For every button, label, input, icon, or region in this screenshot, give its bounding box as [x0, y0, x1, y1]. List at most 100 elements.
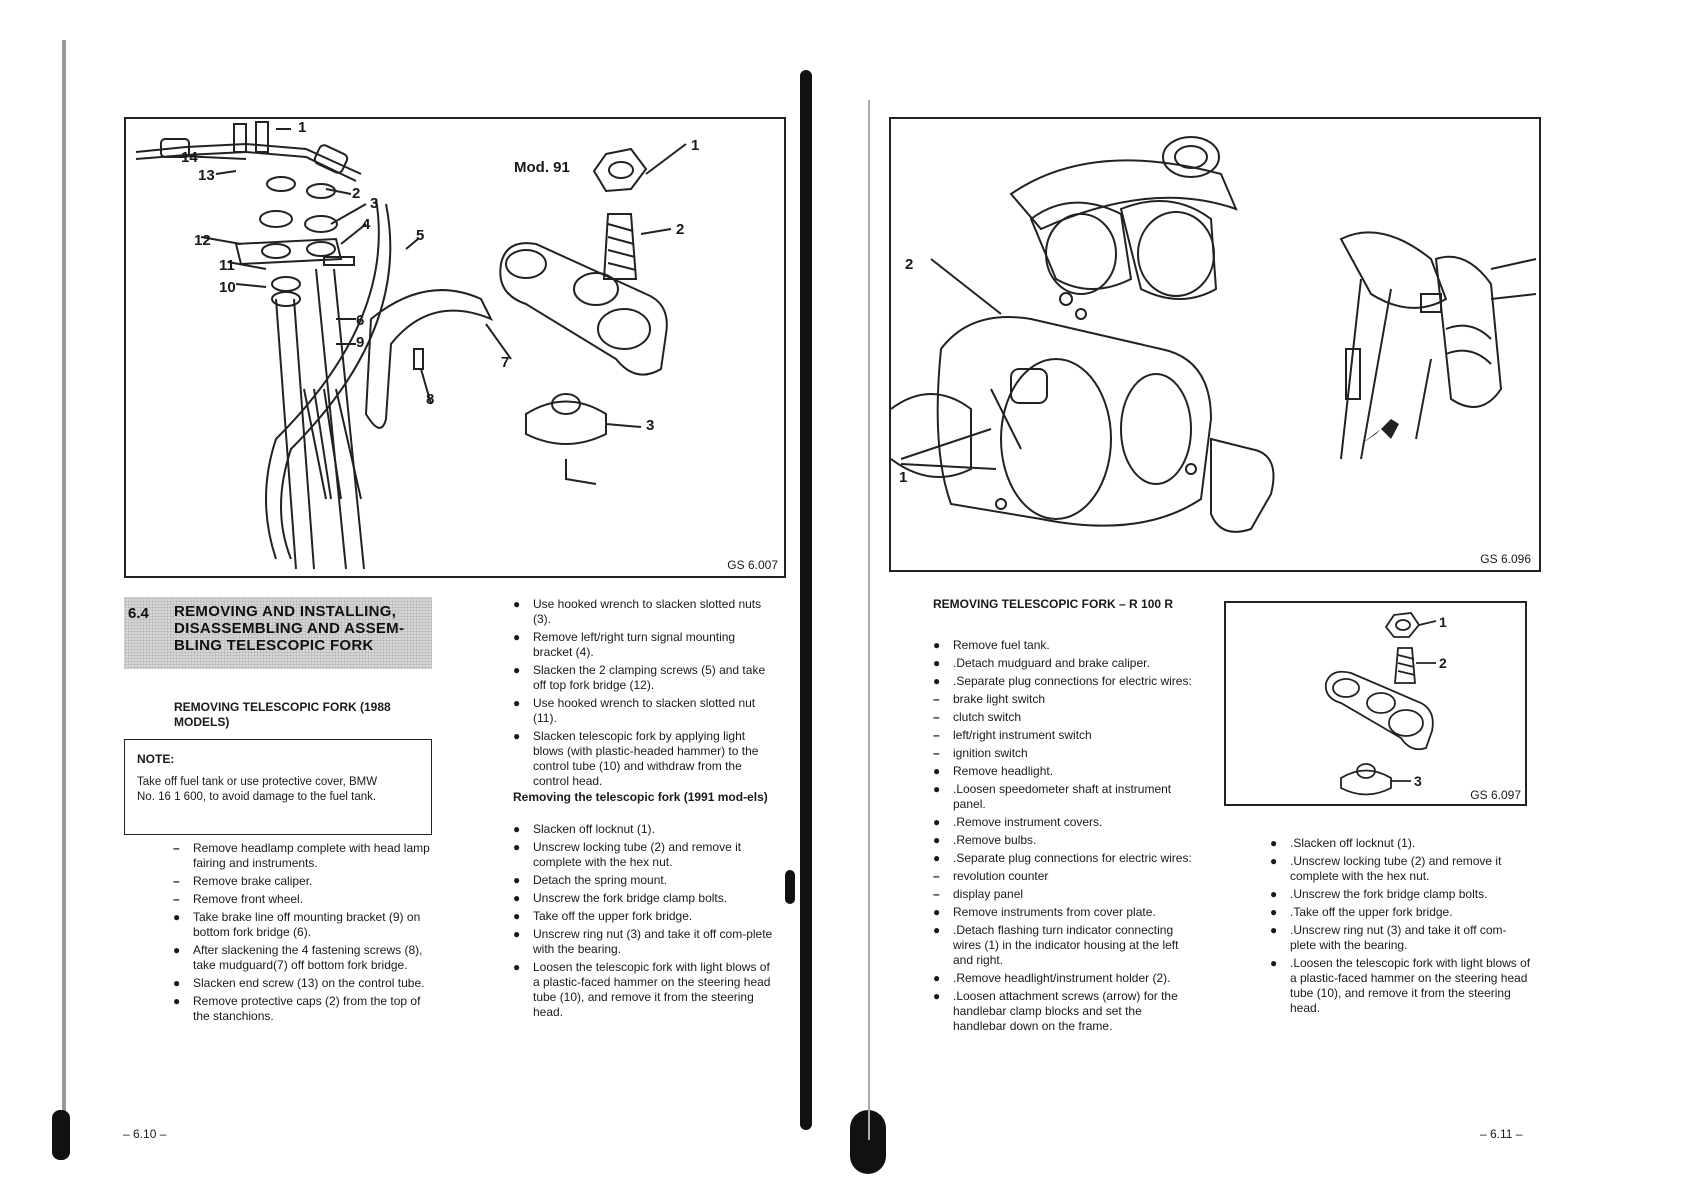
list-item-text: Slacken the 2 clamping screws (5) and ta… [533, 663, 766, 692]
callout-mod91-1: 1 [691, 137, 700, 154]
mod-label: Mod. 91 [514, 159, 570, 176]
list-item-text: .Unscrew the fork bridge clamp bolts. [1290, 887, 1488, 901]
callout-11: 11 [219, 257, 235, 274]
list-item: ● .Separate plug connections for electric… [933, 674, 1195, 689]
list-item-text: .Remove instrument covers. [953, 815, 1103, 829]
list-item-text: .Separate plug connections for electric … [953, 851, 1192, 865]
dash-icon: – [173, 892, 180, 906]
fork-exploded-drawing [135, 121, 687, 570]
list-item-text: .Take off the upper fork bridge. [1290, 905, 1453, 919]
list-item: ●Loosen the telescopic fork with light b… [513, 960, 775, 1020]
list-item-text: .Detach flashing turn indicator connecti… [953, 923, 1179, 967]
bullet-icon: ● [1270, 923, 1278, 937]
callout-14: 14 [181, 149, 198, 166]
callout-6: 6 [356, 312, 365, 329]
steps-list-left-col1: –Remove headlamp complete with head lamp… [173, 841, 435, 1027]
callout-1: 1 [899, 469, 908, 486]
list-item: ●.Loosen attachment screws (arrow) for t… [933, 989, 1195, 1034]
list-item: –revolution counter [933, 869, 1195, 884]
list-item-text: Remove left/right turn signal mounting b… [533, 630, 736, 659]
list-item-text: Slacken off locknut (1). [533, 822, 655, 836]
list-item: ●Take brake line off mounting bracket (9… [173, 910, 435, 940]
bullet-icon: ● [933, 905, 941, 919]
callout-13: 13 [198, 167, 215, 184]
page-number-right: – 6.11 – [1480, 1127, 1523, 1141]
list-item-text: .Remove headlight/instrument holder (2). [953, 971, 1171, 985]
bullet-icon: ● [933, 638, 941, 652]
bullet-icon: ● [933, 656, 941, 670]
bullet-icon: ● [173, 994, 181, 1008]
list-item-text: Remove protective caps (2) from the top … [193, 994, 421, 1023]
list-item-text: .Separate plug connections for electric … [953, 674, 1192, 688]
callout-7: 7 [501, 354, 510, 371]
bullet-icon: ● [1270, 887, 1278, 901]
list-item-text: Remove instruments from cover plate. [953, 905, 1156, 919]
subhead-r100r: REMOVING TELESCOPIC FORK – R 100 R [933, 597, 1174, 611]
bullet-icon: ● [513, 909, 521, 923]
note-box: NOTE: Take off fuel tank or use protecti… [124, 739, 432, 835]
callout-10: 10 [219, 279, 236, 296]
list-item: ●Unscrew locking tube (2) and remove it … [513, 840, 775, 870]
bullet-icon: ● [513, 960, 521, 974]
callout-8: 8 [426, 391, 435, 408]
callout-2: 2 [352, 185, 361, 202]
page-number-left: – 6.10 – [123, 1127, 167, 1141]
list-item: ●.Remove instrument covers. [933, 815, 1195, 830]
dash-icon: – [933, 710, 940, 724]
list-item: ● Remove fuel tank. [933, 638, 1195, 653]
figure-telescopic-fork-exploded: 1 14 13 2 3 4 12 11 10 5 6 9 7 8 Mod. 91… [124, 117, 786, 578]
list-item-text: .Detach mudguard and brake caliper. [953, 656, 1150, 670]
list-item-text: ignition switch [953, 746, 1028, 760]
figure-small-fork-bridge: 1 2 3 GS 6.097 [1224, 601, 1527, 806]
list-item-text: .Slacken off locknut (1). [1290, 836, 1416, 850]
callout-2: 2 [1439, 655, 1447, 671]
list-item: ● Remove instruments from cover plate. [933, 905, 1195, 920]
list-item-text: display panel [953, 887, 1024, 901]
list-item-text: Take brake line off mounting bracket (9)… [193, 910, 421, 939]
list-item-text: .Loosen speedometer shaft at instrument … [953, 782, 1172, 811]
list-item: ●Unscrew the fork bridge clamp bolts. [513, 891, 775, 906]
bullet-icon: ● [513, 822, 521, 836]
bullet-icon: ● [513, 630, 521, 644]
section-title: REMOVING AND INSTALLING, DISASSEMBLING A… [174, 603, 405, 654]
instrument-holder-drawing [891, 136, 1537, 533]
list-item: ●.Unscrew locking tube (2) and remove it… [1270, 854, 1532, 884]
steps-list-left-col2b: ● Slacken off locknut (1). ●Unscrew lockin… [513, 822, 775, 1023]
list-item: ● Slacken the 2 clamping screws (5) and t… [513, 663, 775, 693]
list-item: ●Use hooked wrench to slacken slotted nu… [513, 696, 775, 726]
bullet-icon: ● [933, 851, 941, 865]
list-item-text: Remove headlight. [953, 764, 1054, 778]
list-item-text: left/right instrument switch [953, 728, 1092, 742]
subhead-1988-models: REMOVING TELESCOPIC FORK (1988 MODELS) [174, 700, 391, 729]
section-number: 6.4 [128, 605, 149, 622]
dash-icon: – [173, 841, 180, 855]
scan-blob-left [52, 1110, 70, 1160]
list-item: ●Use hooked wrench to slacken slotted nu… [513, 597, 775, 627]
list-item-text: Remove front wheel. [193, 892, 304, 906]
callout-5: 5 [416, 227, 425, 244]
list-item-text: Detach the spring mount. [533, 873, 668, 887]
small-fork-bridge-drawing [1324, 612, 1437, 796]
bullet-icon: ● [1270, 854, 1278, 868]
bullet-icon: ● [513, 729, 521, 743]
list-item: –clutch switch [933, 710, 1195, 725]
bullet-icon: ● [933, 674, 941, 688]
bullet-icon: ● [513, 663, 521, 677]
list-item-text: Use hooked wrench to slacken slotted nut… [533, 696, 756, 725]
list-item: ● .Unscrew the fork bridge clamp bolts. [1270, 887, 1532, 902]
bullet-icon: ● [1270, 836, 1278, 850]
list-item-text: Remove fuel tank. [953, 638, 1050, 652]
bullet-icon: ● [513, 891, 521, 905]
callout-mod91-2: 2 [676, 221, 685, 238]
list-item-text: .Loosen attachment screws (arrow) for th… [953, 989, 1178, 1033]
dash-icon: – [933, 728, 940, 742]
list-item-text: Use hooked wrench to slacken slotted nut… [533, 597, 762, 626]
dash-icon: – [173, 874, 180, 888]
scan-edge-left [62, 40, 66, 1140]
list-item-text: Remove brake caliper. [193, 874, 313, 888]
bullet-icon: ● [933, 833, 941, 847]
steps-list-right-col1: ● Remove fuel tank. ● .Detach mudguard and … [933, 638, 1195, 1037]
list-item: ●Slacken telescopic fork by applying lig… [513, 729, 775, 789]
list-item-text: Take off the upper fork bridge. [533, 909, 693, 923]
list-item: –Remove headlamp complete with head lamp… [173, 841, 435, 871]
